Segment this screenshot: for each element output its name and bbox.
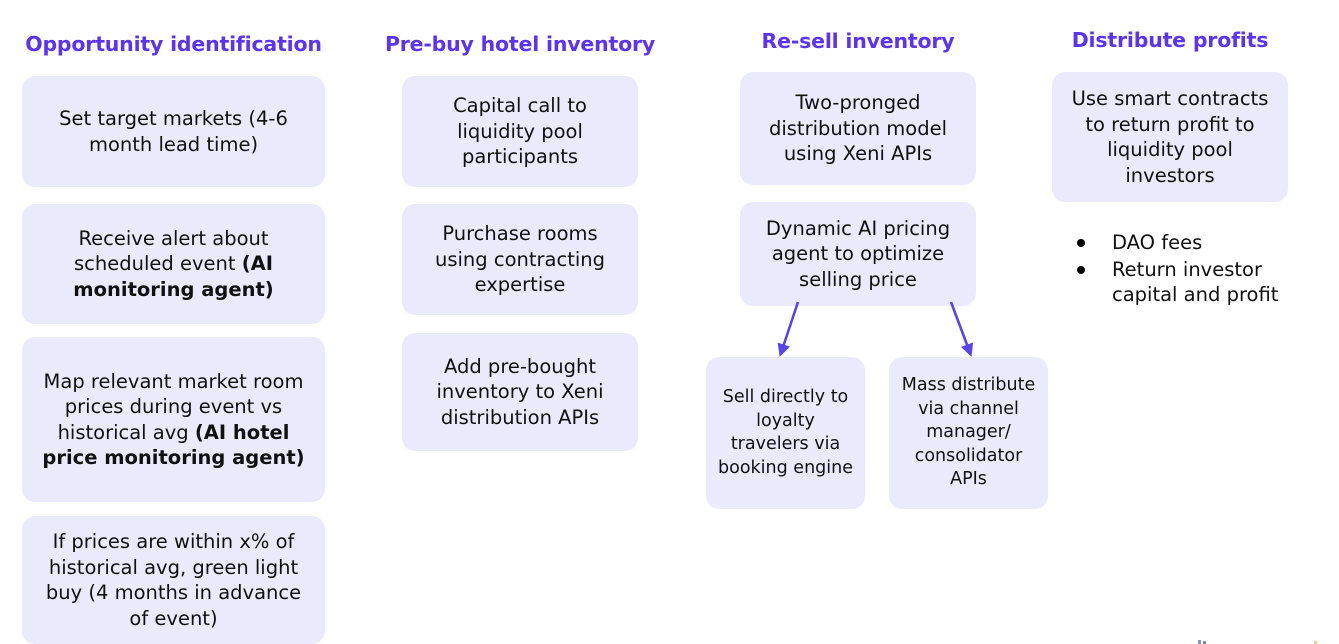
card-text: Mass distribute via channel manager/ con… [901,375,1036,490]
list-item-label: Return investor capital and profit [1112,257,1279,307]
card-text: Two-pronged distribution model using Xen… [768,91,948,166]
card-text-bold: (AI monitoring agent) [73,252,274,301]
distribute-profits-bullet-list: DAO fees Return investor capital and pro… [1064,230,1326,309]
card-text-normal: Receive alert about scheduled event [74,226,269,276]
card-text: Set target markets (4-6 month lead time) [59,107,288,156]
card-text: Capital call to liquidity pool participa… [453,94,587,169]
card-text-bold: (AI hotel price monitoring agent) [42,420,305,470]
cropped-logo-artifact [1198,640,1317,644]
card-add-pre-bought-inventory[interactable]: Add pre-bought inventory to Xeni distrib… [402,333,638,451]
list-item-label: DAO fees [1112,231,1203,254]
card-text: Add pre-bought inventory to Xeni distrib… [436,354,604,429]
card-sell-directly-loyalty[interactable]: Sell directly to loyalty travelers via b… [706,357,865,509]
column-title-re-sell-inventory: Re-sell inventory [761,29,955,53]
list-item: DAO fees [1064,230,1326,256]
card-mass-distribute-channel[interactable]: Mass distribute via channel manager/ con… [889,357,1048,509]
arrow-to-sell-directly [777,301,800,357]
card-receive-alert[interactable]: Receive alert about scheduled event (AI … [22,204,325,324]
card-use-smart-contracts[interactable]: Use smart contracts to return profit to … [1052,72,1288,202]
card-purchase-rooms[interactable]: Purchase rooms using contracting experti… [402,204,638,315]
bullet-dot-icon [1077,265,1085,274]
card-map-market-room-prices[interactable]: Map relevant market room prices during e… [22,337,325,502]
card-green-light-buy[interactable]: If prices are within x% of historical av… [22,516,325,644]
card-capital-call[interactable]: Capital call to liquidity pool participa… [402,76,638,187]
column-title-pre-buy-hotel-inventory: Pre-buy hotel inventory [384,32,656,56]
connector-arrows [777,301,974,357]
card-dynamic-ai-pricing-agent[interactable]: Dynamic AI pricing agent to optimize sel… [740,202,976,306]
card-text: Sell directly to loyalty travelers via b… [718,387,853,478]
card-text-normal: Map relevant market room prices during e… [43,369,304,444]
card-text: Map relevant market room prices during e… [34,369,313,471]
card-two-pronged-distribution[interactable]: Two-pronged distribution model using Xen… [740,72,976,185]
card-text: Use smart contracts to return profit to … [1071,87,1269,187]
card-text: If prices are within x% of historical av… [45,530,302,630]
card-text: Purchase rooms using contracting experti… [434,222,605,297]
arrow-to-mass-distribute [949,301,974,357]
column-title-distribute-profits: Distribute profits [1071,28,1269,52]
list-item: Return investor capital and profit [1064,257,1326,308]
card-text: Dynamic AI pricing agent to optimize sel… [765,216,951,291]
card-set-target-markets[interactable]: Set target markets (4-6 month lead time) [22,76,325,187]
column-title-opportunity-identification: Opportunity identification [25,32,322,56]
bullet-dot-icon [1077,239,1085,247]
card-text: Receive alert about scheduled event (AI … [34,226,313,303]
